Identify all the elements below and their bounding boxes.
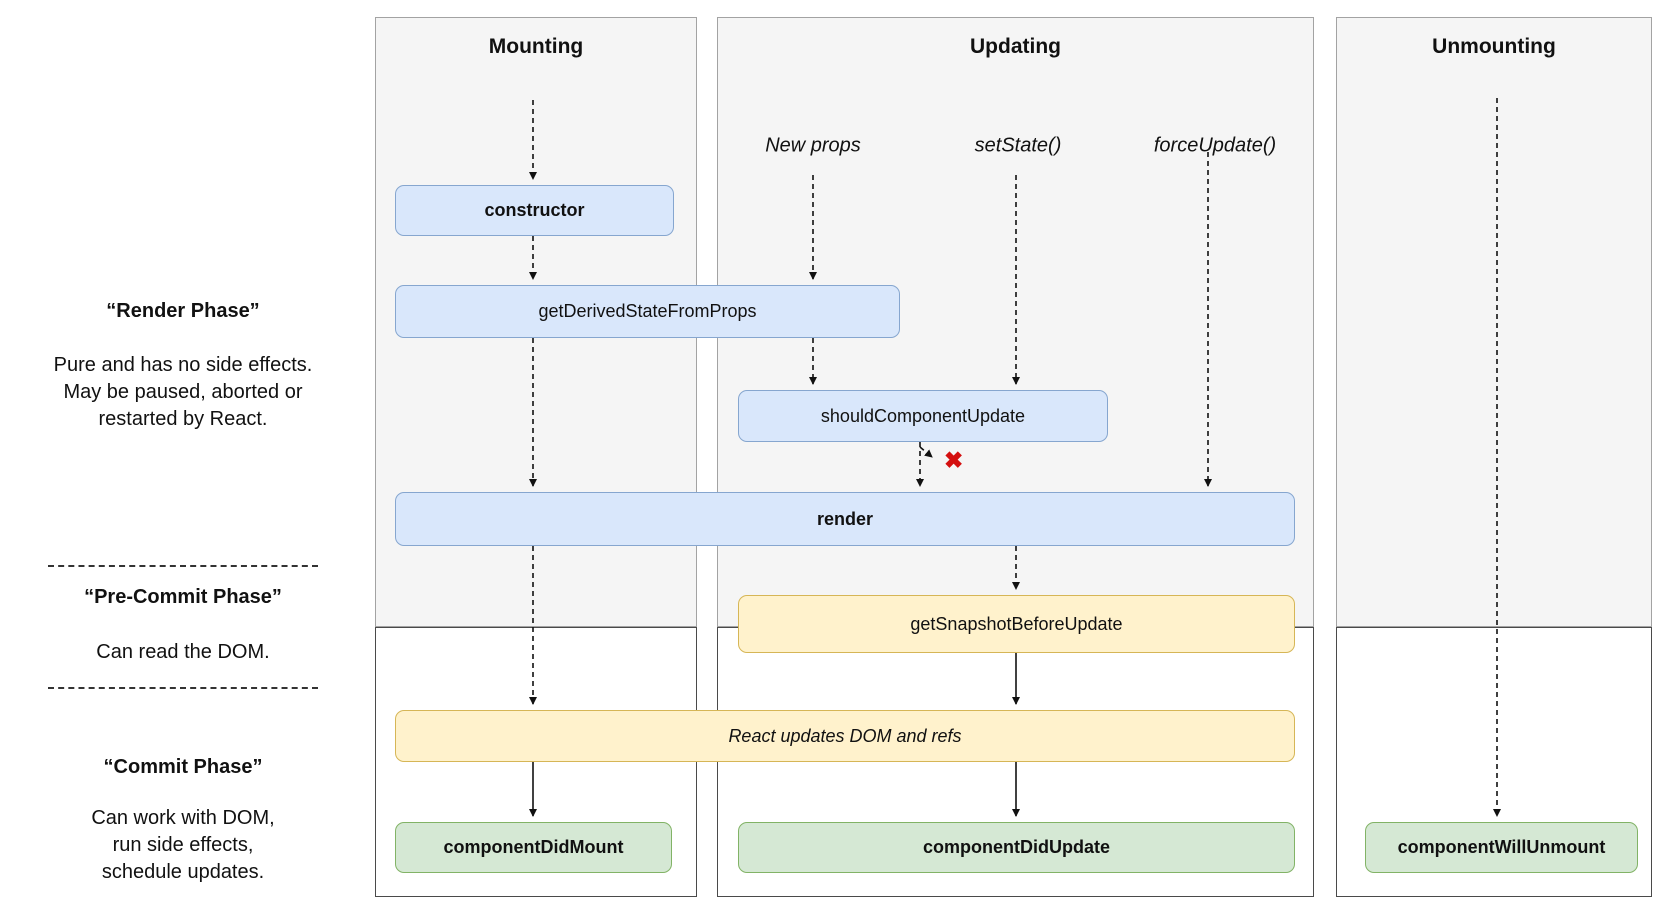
phase-divider	[48, 687, 318, 689]
commit-phase-title: “Commit Phase”	[103, 756, 263, 778]
render-phase-line: restarted by React.	[98, 408, 268, 430]
node-react-updates-dom: React updates DOM and refs	[395, 710, 1295, 762]
commit-phase-annotation: “Commit Phase”	[23, 756, 343, 779]
update-stopped-x-icon: ✖	[944, 447, 964, 473]
node-component-will-unmount[interactable]: componentWillUnmount	[1365, 822, 1638, 873]
commit-phase-line: Can work with DOM,	[91, 807, 275, 829]
column-title-updating: Updating	[970, 35, 1061, 58]
render-phase-annotation: “Render Phase”	[23, 300, 343, 323]
column-title-mounting: Mounting	[488, 35, 584, 58]
node-component-did-mount[interactable]: componentDidMount	[395, 822, 672, 873]
node-constructor[interactable]: constructor	[395, 185, 674, 236]
unmounting-render-phase-panel	[1336, 17, 1652, 627]
node-render[interactable]: render	[395, 492, 1295, 546]
pre-commit-phase-annotation: “Pre-Commit Phase”	[23, 586, 343, 609]
node-get-derived-state-from-props[interactable]: getDerivedStateFromProps	[395, 285, 900, 338]
phase-divider	[48, 565, 318, 567]
trigger-force-update: forceUpdate()	[1153, 134, 1277, 157]
trigger-set-state: setState()	[974, 134, 1062, 157]
commit-phase-line: run side effects,	[112, 834, 254, 856]
commit-phase-description: Can work with DOM, run side effects, sch…	[23, 805, 343, 886]
render-phase-description: Pure and has no side effects. May be pau…	[23, 352, 343, 433]
render-phase-line: May be paused, aborted or	[63, 381, 303, 403]
pre-commit-phase-title: “Pre-Commit Phase”	[84, 586, 282, 608]
column-title-unmounting: Unmounting	[1432, 35, 1556, 58]
pre-commit-phase-description: Can read the DOM.	[23, 639, 343, 666]
commit-phase-line: schedule updates.	[101, 861, 265, 883]
node-get-snapshot-before-update[interactable]: getSnapshotBeforeUpdate	[738, 595, 1295, 653]
render-phase-line: Pure and has no side effects.	[53, 354, 313, 376]
render-phase-title: “Render Phase”	[106, 300, 260, 322]
pre-commit-phase-line: Can read the DOM.	[96, 641, 270, 663]
node-component-did-update[interactable]: componentDidUpdate	[738, 822, 1295, 873]
trigger-new-props: New props	[765, 134, 861, 157]
node-should-component-update[interactable]: shouldComponentUpdate	[738, 390, 1108, 442]
